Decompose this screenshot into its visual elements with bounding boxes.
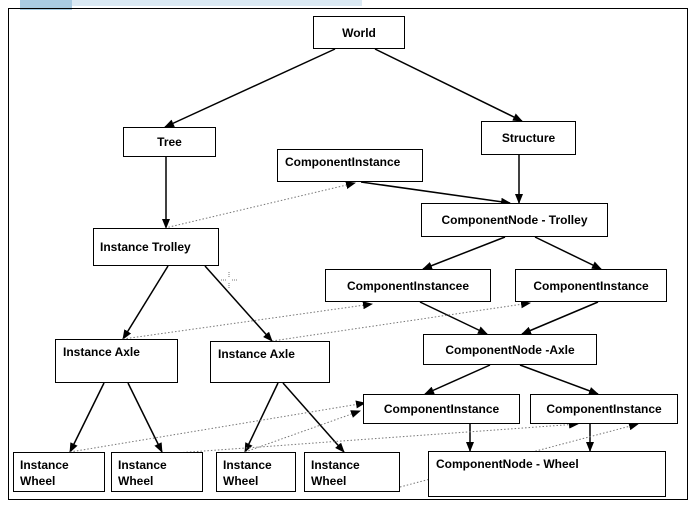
top-strip-line (72, 0, 362, 6)
link-axle2-compinst-right (271, 300, 531, 342)
edge-nodeaxle-compinst-lowright (519, 364, 599, 395)
node-component-instance-top: ComponentInstance (277, 149, 423, 182)
node-componentnode-axle: ComponentNode -Axle (423, 334, 597, 365)
node-component-instance-low-left: ComponentInstance (363, 394, 520, 424)
edge-axle2-wheel3 (244, 382, 279, 453)
link-wheel3-compinst-lowleft (244, 410, 361, 453)
node-componentinstancee: ComponentInstancee (325, 269, 491, 302)
edge-axle2-wheel4 (282, 382, 345, 453)
node-componentnode-wheel: ComponentNode - Wheel (428, 451, 666, 497)
edge-world-structure (374, 48, 523, 122)
edge-axle1-wheel2 (127, 382, 163, 453)
link-trolley-compinst (164, 181, 356, 229)
node-instance-axle-2: Instance Axle (210, 341, 330, 383)
link-wheel1-compinst-lowleft (69, 400, 366, 453)
node-component-instance-right: ComponentInstance (515, 269, 667, 302)
node-componentnode-trolley: ComponentNode - Trolley (421, 203, 608, 237)
edge-trolley-axle2 (204, 265, 273, 342)
node-structure: Structure (481, 121, 576, 155)
node-instance-axle-1: Instance Axle (55, 339, 178, 383)
edge-nodeaxle-compinst-lowleft (424, 364, 491, 395)
edge-nodetrolley-compinstancee (422, 236, 506, 270)
node-instance-wheel-3: Instance Wheel (216, 452, 296, 492)
crosshair-cursor-icon (221, 272, 237, 288)
node-tree: Tree (123, 127, 216, 157)
node-instance-wheel-2: Instance Wheel (111, 452, 203, 492)
node-instance-wheel-1: Instance Wheel (13, 452, 105, 492)
edge-trolley-axle1 (122, 265, 169, 340)
node-instance-trolley: Instance Trolley (93, 228, 219, 266)
node-instance-wheel-4: Instance Wheel (304, 452, 400, 492)
edge-nodetrolley-compinst-right (534, 236, 602, 270)
node-world: World (313, 16, 405, 49)
edge-world-tree (164, 48, 336, 128)
edge-compinst-right-nodeaxle (521, 301, 599, 335)
node-component-instance-low-right: ComponentInstance (530, 394, 678, 424)
link-wheel2-compinst-lowright (161, 420, 579, 455)
edge-compinstancee-nodeaxle (419, 301, 488, 335)
top-strip-accent (20, 0, 72, 10)
edge-axle1-wheel1 (69, 382, 105, 453)
link-axle1-compinstancee (122, 301, 373, 340)
diagram-frame (8, 8, 688, 500)
edge-compinst-nodetrolley (360, 181, 511, 206)
